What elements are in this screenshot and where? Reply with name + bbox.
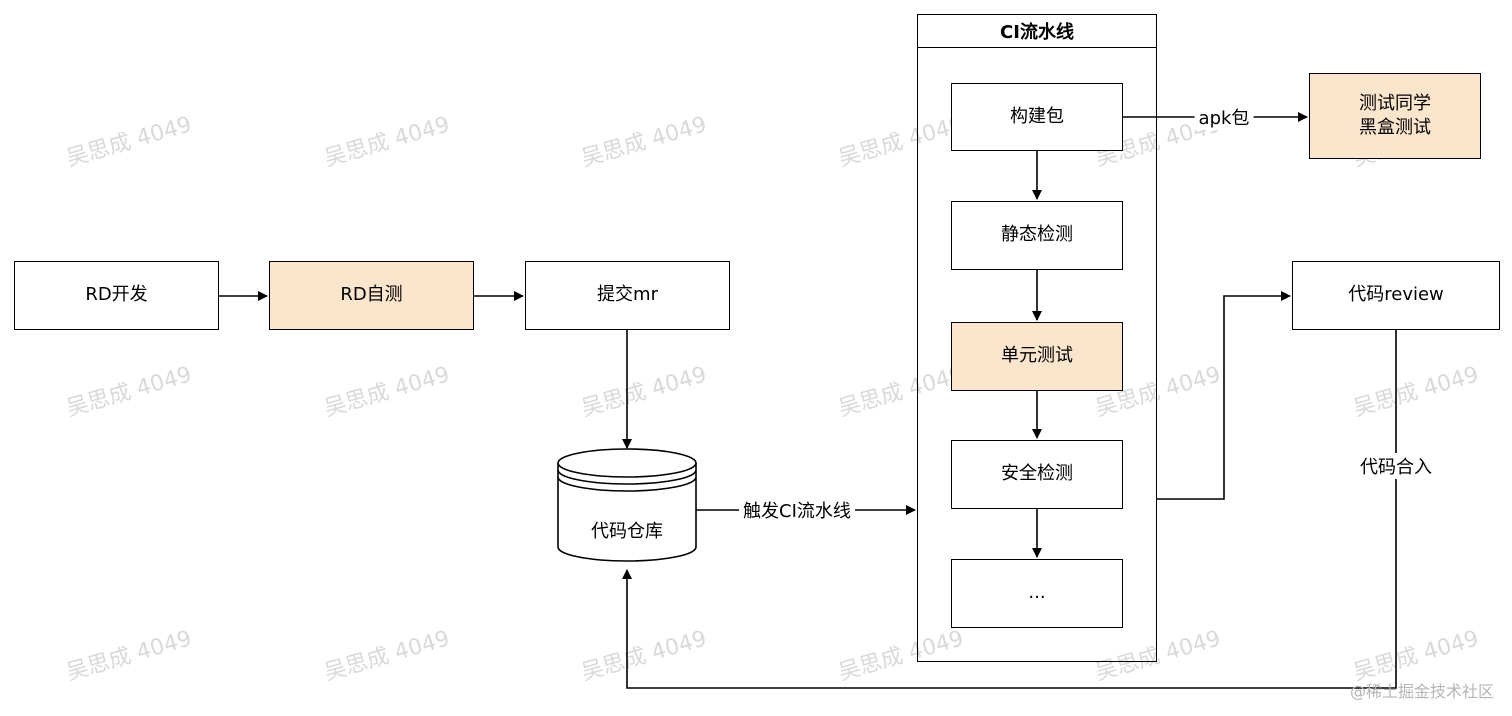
ci-pipeline-container: CI流水线 bbox=[917, 14, 1157, 662]
rd-selftest-node: RD自测 bbox=[269, 261, 474, 330]
security-check-label: 安全检测 bbox=[1001, 463, 1073, 485]
rd-dev-label: RD开发 bbox=[85, 284, 148, 306]
submit-mr-node: 提交mr bbox=[525, 261, 730, 330]
qa-blackbox-line1: 测试同学 bbox=[1359, 92, 1431, 114]
static-check-label: 静态检测 bbox=[1001, 224, 1073, 246]
submit-mr-label: 提交mr bbox=[597, 284, 658, 306]
code-repo-label: 代码仓库 bbox=[591, 521, 663, 542]
edge-review-to-repo bbox=[622, 330, 1397, 689]
footer-attribution: @稀土掘金技术社区 bbox=[1349, 682, 1494, 701]
build-package-label: 构建包 bbox=[1010, 105, 1064, 127]
unit-test-label: 单元测试 bbox=[1001, 345, 1073, 367]
unit-test-node: 单元测试 bbox=[951, 322, 1123, 391]
more-steps-label: ... bbox=[1028, 582, 1046, 604]
ci-pipeline-title: CI流水线 bbox=[918, 15, 1156, 48]
static-check-node: 静态检测 bbox=[951, 201, 1123, 270]
code-review-node: 代码review bbox=[1292, 261, 1500, 330]
code-repo-cylinder bbox=[557, 448, 697, 562]
build-package-node: 构建包 bbox=[951, 83, 1123, 151]
rd-dev-node: RD开发 bbox=[14, 261, 219, 330]
code-merge-edge-label: 代码合入 bbox=[1356, 453, 1436, 479]
rd-selftest-label: RD自测 bbox=[340, 284, 403, 306]
edge-pipeline-to-review bbox=[1157, 291, 1291, 500]
security-check-node: 安全检测 bbox=[951, 440, 1123, 509]
qa-blackbox-node: 测试同学 黑盒测试 bbox=[1309, 73, 1481, 159]
more-steps-node: ... bbox=[951, 559, 1123, 628]
trigger-ci-edge-label: 触发CI流水线 bbox=[739, 497, 855, 523]
qa-blackbox-line2: 黑盒测试 bbox=[1359, 117, 1431, 138]
code-review-label: 代码review bbox=[1348, 284, 1444, 306]
apk-package-edge-label: apk包 bbox=[1194, 104, 1254, 130]
